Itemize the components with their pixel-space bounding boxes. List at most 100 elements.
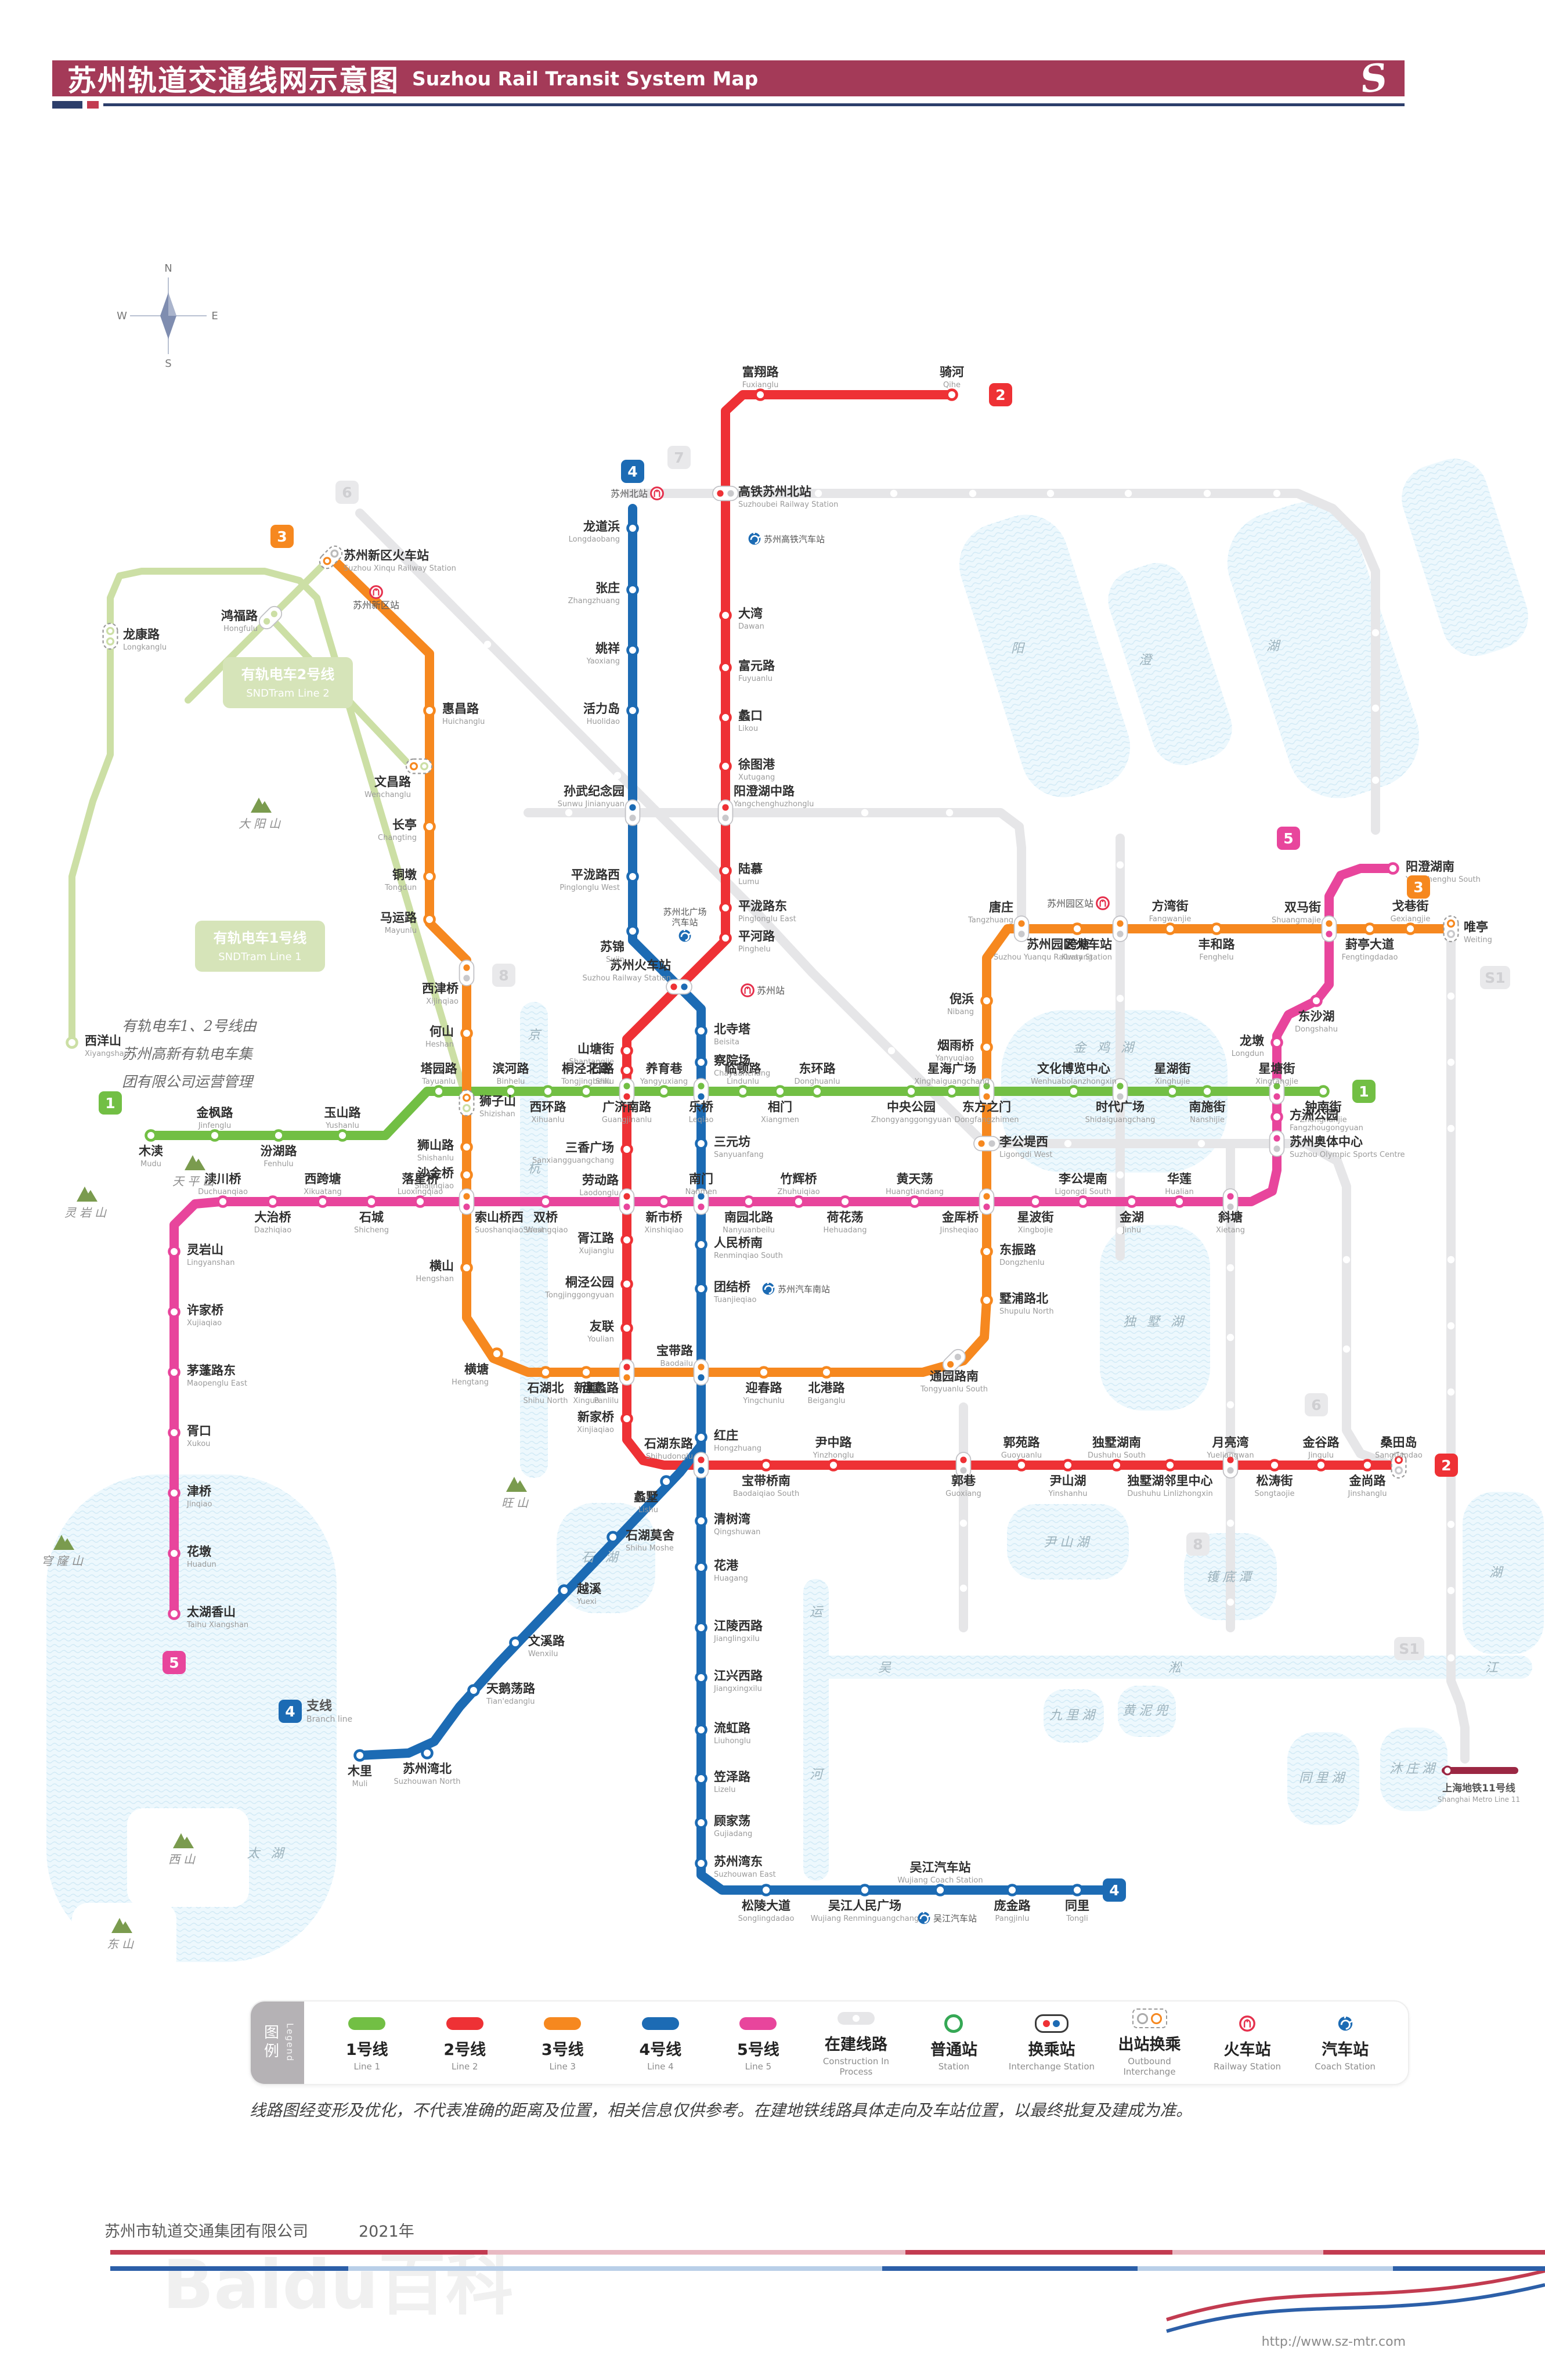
svg-text:Longdaobang: Longdaobang [569,535,620,544]
svg-text:Shihu North: Shihu North [523,1397,568,1405]
svg-text:Shidaiguangchang: Shidaiguangchang [1085,1116,1156,1124]
svg-text:苏州火车站: 苏州火车站 [610,958,671,972]
svg-text:8: 8 [499,967,508,984]
svg-text:三香广场: 三香广场 [565,1141,614,1155]
svg-text:西山: 西山 [168,1852,198,1866]
svg-text:Xiangmen: Xiangmen [761,1116,799,1124]
line4-branch [355,1441,706,1760]
svg-text:宝带路: 宝带路 [656,1344,694,1358]
svg-text:Muli: Muli [352,1780,368,1788]
svg-text:Xutugang: Xutugang [738,773,775,782]
svg-text:同里: 同里 [1065,1899,1089,1913]
legend-item-outbound-interchange: 出站换乘 Outbound Interchange [1103,2008,1196,2077]
svg-text:黄天荡: 黄天荡 [897,1172,933,1186]
svg-text:Fuxianglu: Fuxianglu [742,381,779,390]
svg-text:Pangjinlu: Pangjinlu [995,1914,1029,1923]
svg-text:葑亭大道: 葑亭大道 [1345,937,1394,951]
svg-text:文溪路: 文溪路 [528,1634,565,1648]
svg-text:尹山湖: 尹山湖 [1050,1474,1086,1488]
tram-note: 苏州高新有轨电车集 [122,1045,254,1062]
lake-label: 石 湖 [582,1550,622,1565]
legend-label-en: Coach Station [1315,2061,1376,2072]
station-tongjingbeilu [580,1085,593,1098]
station-xiyangshan [66,1036,78,1049]
line-badge-s1: S1 [1480,966,1510,989]
svg-text:Sanxiangguangchang: Sanxiangguangchang [532,1156,614,1165]
svg-text:许家桥: 许家桥 [187,1303,224,1317]
station-dongzhenlu [980,1245,993,1258]
lakes-layer: 京杭运河吴淞江 [46,459,1544,1975]
svg-text:Qingshuwan: Qingshuwan [714,1528,760,1537]
legend-label-zh: 出站换乘 [1118,2036,1181,2054]
svg-text:Shicheng: Shicheng [354,1226,389,1235]
svg-text:Suzhoubei Railway Station: Suzhoubei Railway Station [738,500,838,509]
lake [1100,1225,1210,1411]
svg-text:Weiting: Weiting [1464,936,1492,944]
legend-item-line-4: 4号线 Line 4 [614,2014,707,2072]
svg-text:Luoxingqiao: Luoxingqiao [398,1188,443,1196]
svg-text:鸿福路: 鸿福路 [221,609,258,623]
svg-text:Branch line: Branch line [306,1715,352,1724]
station-chayuanchang [695,1056,707,1069]
svg-text:Hengtang: Hengtang [452,1378,489,1387]
lake-label: 独 墅 湖 [1123,1315,1187,1329]
station-hengtang [490,1347,503,1360]
svg-text:N: N [164,262,172,275]
mountain-icon: 西山 [168,1833,198,1866]
svg-text:大阳山: 大阳山 [239,817,284,831]
station-tongjinggongyuan [620,1278,633,1290]
svg-text:Gexiangjie: Gexiangjie [1391,915,1431,924]
legend-symbol-outbound-interchange [1132,2008,1167,2028]
footer-swoosh-blue [1166,2283,1545,2333]
legend-label-en: Line 1 [353,2061,381,2072]
svg-text:2: 2 [995,387,1005,403]
svg-text:Xinghaiguangchang: Xinghaiguangchang [914,1077,990,1086]
lake-label: 沐庄湖 [1389,1762,1438,1776]
station-shihu-north [539,1366,552,1379]
line5 [169,864,1398,1618]
svg-text:丰和路: 丰和路 [1199,937,1236,951]
station-liuhonglu [695,1723,707,1736]
station-yuexi [558,1584,571,1597]
line1 [146,1087,1328,1140]
svg-text:长亭: 长亭 [392,818,417,832]
station-tongdun [423,870,436,883]
svg-text:平泷路东: 平泷路东 [738,899,787,913]
svg-text:Xiyangshan: Xiyangshan [85,1050,129,1058]
footer-stripe-blue [882,2266,1138,2271]
legend-label-en: Station [938,2061,970,2072]
svg-text:Wenchanglu: Wenchanglu [364,791,411,799]
svg-text:Zhangzhuang: Zhangzhuang [568,597,620,605]
svg-text:6: 6 [342,484,352,501]
svg-text:Suoshanqiao West: Suoshanqiao West [475,1226,544,1235]
suzhou-rail-logo-icon: S [1357,55,1390,102]
station-xinshiqiao [658,1195,670,1208]
svg-text:Suzhouwan North: Suzhouwan North [394,1777,460,1786]
station-nibang [980,994,993,1007]
operator-text: 苏州市轨道交通集团有限公司 [104,2223,308,2241]
svg-text:孙武纪念园: 孙武纪念园 [564,784,625,798]
svg-text:4: 4 [1109,1882,1119,1899]
station-jingulu [1315,1459,1327,1472]
svg-text:玉山路: 玉山路 [324,1106,362,1120]
year-text: 2021年 [359,2223,414,2241]
legend-symbol-line-4 [641,2014,679,2033]
line-badge-1: 1 [1352,1080,1376,1103]
website-link[interactable]: http://www.sz-mtr.com [1261,2335,1406,2349]
station-dushuhu-linlizhongxin [1164,1459,1176,1472]
svg-text:何山: 何山 [429,1025,454,1038]
station-lishu [660,1475,673,1488]
station-fuyuanlu [719,661,732,674]
svg-text:Duchuanqiao: Duchuanqiao [198,1188,248,1196]
svg-text:东山: 东山 [107,1937,137,1951]
svg-text:穹窿山: 穹窿山 [41,1554,86,1568]
line-badge-3: 3 [1407,875,1430,899]
coach-station-label: 苏州汽车南站 [778,1284,830,1294]
cl-8-mid [524,808,1026,933]
svg-text:Tongjingbeilu: Tongjingbeilu [561,1077,611,1086]
station-pinglonglu-west [626,870,639,883]
footer-stripe-red [110,2250,488,2255]
svg-text:富元路: 富元路 [738,659,775,673]
line-badge-8: 8 [1186,1532,1210,1556]
coach-station-label: 苏州北广场 [663,907,706,917]
